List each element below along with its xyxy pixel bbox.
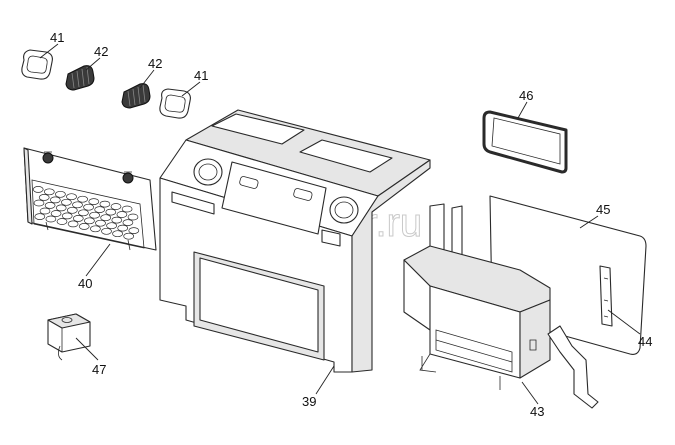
grille-cell [55,190,66,198]
grille-cell [72,215,84,222]
grille-cell [83,203,94,211]
grille-cell [121,205,133,213]
part-41-right-cap [159,88,191,119]
grille-cell [116,211,128,218]
grille-cell [33,199,45,207]
callout-41-left: 41 [50,30,64,45]
part-47-box [47,313,91,361]
grille-cell [56,218,68,225]
grille-cell [117,224,129,232]
callout-46: 46 [519,88,533,103]
grille-cell [66,193,77,201]
grille-cell [78,223,90,230]
grille-cell [55,204,67,212]
grille-cell [44,202,56,209]
leader-lines [39,43,641,405]
grille-cell [72,201,83,209]
grille-cell [106,222,117,230]
grille-cell [67,220,79,228]
callout-47: 47 [92,362,106,377]
callout-42-left: 42 [94,44,108,59]
part-42-left-knob [65,65,95,91]
grille-cell [111,216,123,224]
grille-cell [43,188,55,196]
part-44-bracket [599,265,613,327]
grille-cell [45,215,57,223]
grille-cell [49,196,61,204]
grille-knob-left [42,152,54,164]
callout-44: 44 [638,334,652,349]
callout-45: 45 [596,202,610,217]
callout-labels: 41 42 42 41 46 45 40 44 47 39 43 [50,30,652,419]
grille-cell [32,186,44,193]
callout-42-right: 42 [148,56,162,71]
grille-cell [89,211,100,219]
callout-40: 40 [78,276,92,291]
grille-cell [50,210,62,217]
grille-cell [38,194,50,201]
grille-cell [100,214,112,222]
grille-cell [78,209,89,217]
grille-cell [34,213,46,220]
grille-cell [77,195,88,203]
grille-cell [123,232,135,240]
grille-cell [95,219,106,227]
part-40-grille-panel [23,147,157,251]
callout-39: 39 [302,394,316,409]
part-43-heater-unit [403,203,599,409]
grille-cell [61,198,72,206]
grille-cell [88,198,100,205]
grille-cell [39,207,51,215]
callout-41-right: 41 [194,68,208,83]
grille-cell [94,206,106,213]
grille-cell [84,217,95,225]
grille-cell [112,230,123,238]
grille-cell [61,212,73,220]
grille-cell [101,227,112,235]
part-46-gasket-frame [482,110,568,174]
grille-cell [127,213,139,221]
grille-cell [110,203,122,210]
grille-cell [122,219,134,226]
part-41-left-cap [21,49,53,80]
grille-cell [105,208,117,216]
grille-cell [90,225,101,233]
part-42-right-knob [121,83,151,109]
grille-mesh [32,186,140,240]
callout-43: 43 [530,404,544,419]
part-39-dashboard-housing [159,109,431,373]
grille-cell [66,206,78,214]
grille-knob-right [122,172,134,184]
grille-cell [99,200,111,208]
grille-cell [128,227,140,234]
